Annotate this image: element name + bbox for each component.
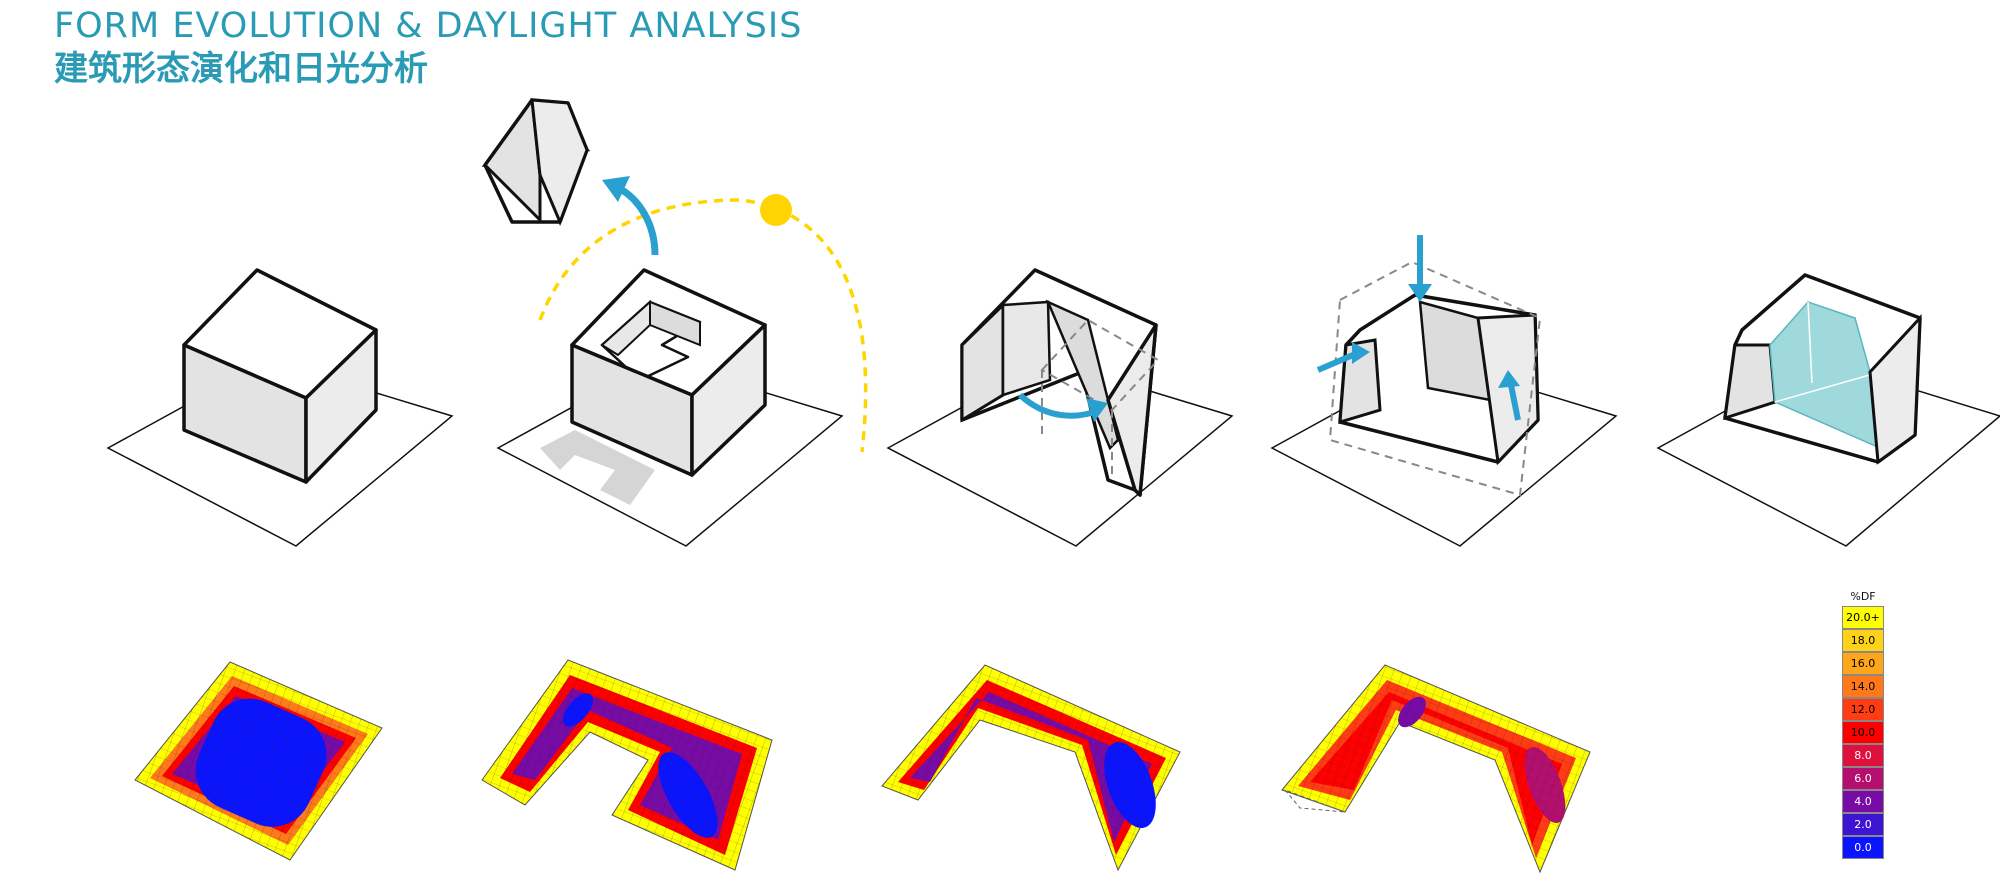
push-arrow-up-head (1498, 370, 1520, 388)
legend-title: %DF (1850, 590, 1876, 603)
legend-swatch: 2.0 (1842, 813, 1884, 836)
pushed-ghost (1328, 260, 1542, 497)
ghost-box-outline (1040, 318, 1160, 412)
rotated-inner-left (1001, 300, 1052, 397)
legend-swatch: 10.0 (1842, 721, 1884, 744)
pushed-right-face (1476, 313, 1540, 466)
push-arrow-left-head (1352, 342, 1370, 364)
daylight-map-4 (1281, 664, 1591, 874)
glass-mullion-1 (1807, 301, 1813, 384)
stage-3-rotation (886, 268, 1234, 547)
legend-swatch: 6.0 (1842, 767, 1884, 790)
daylight-map-3 (881, 664, 1181, 872)
rotate-arrow-head (1086, 398, 1108, 422)
shadow-footprint (540, 430, 655, 505)
legend-swatch: 18.0 (1842, 629, 1884, 652)
stage-5-final (1656, 273, 2000, 547)
header: FORM EVOLUTION & DAYLIGHT ANALYSIS 建筑形态演… (54, 4, 802, 90)
removed-block-right (530, 98, 589, 227)
push-arrow-down-head (1408, 284, 1432, 302)
pushed-left-face (1338, 338, 1382, 425)
sun-icon (760, 194, 792, 226)
legend-swatch: 16.0 (1842, 652, 1884, 675)
legend-swatch: 8.0 (1842, 744, 1884, 767)
stage-4-push (1270, 235, 1618, 547)
daylight-map-1 (134, 661, 383, 861)
legend-swatch: 20.0+ (1842, 606, 1884, 629)
legend-swatch: 12.0 (1842, 698, 1884, 721)
title-english: FORM EVOLUTION & DAYLIGHT ANALYSIS (54, 6, 803, 46)
legend-swatch: 14.0 (1842, 675, 1884, 698)
glass-mullion-2 (1774, 371, 1881, 403)
removed-block-left (483, 98, 542, 222)
site-plane-3 (886, 359, 1234, 547)
courtyard-right-face (690, 323, 767, 477)
legend-swatch: 4.0 (1842, 790, 1884, 813)
box-right-face (304, 328, 378, 484)
daylight-map-2 (481, 659, 773, 871)
title-chinese: 建筑形态演化和日光分析 (54, 49, 428, 89)
lift-arrow-head (602, 176, 630, 202)
stage-2-courtyard (481, 97, 868, 547)
lift-arrow-icon (613, 182, 659, 256)
stage-1-massing (106, 268, 454, 547)
final-right-face (1868, 313, 1922, 465)
legend-swatch: 0.0 (1842, 836, 1884, 859)
courtyard-inner-wall-2 (600, 299, 651, 357)
